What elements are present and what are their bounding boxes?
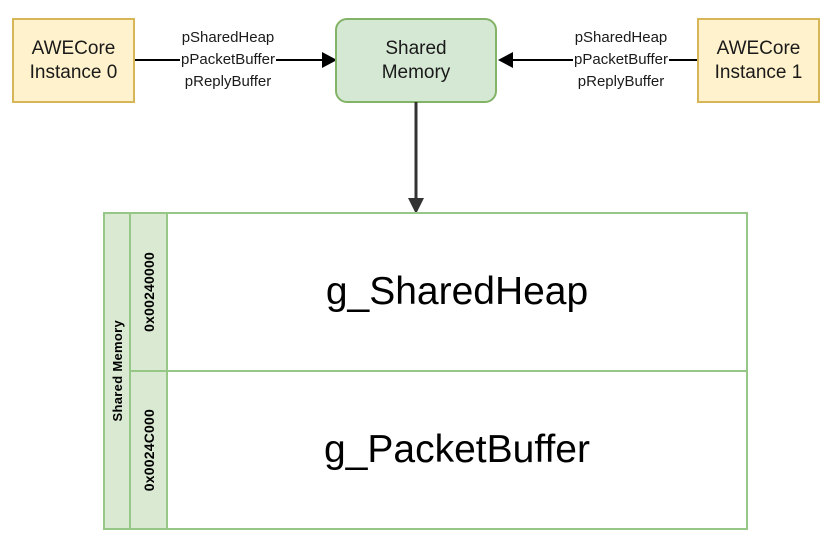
edge-label-left-line-2-text: pPacketBuffer: [180, 48, 276, 71]
node-awecore-instance-0[interactable]: AWECore Instance 0: [12, 18, 135, 103]
memory-table-row[interactable]: 0x0024C000 g_PacketBuffer: [131, 370, 746, 528]
memory-table: Shared Memory 0x00240000 g_SharedHeap 0x…: [103, 212, 748, 530]
connector-shared-to-memory-table: [408, 102, 424, 214]
memory-row-name-cell: g_PacketBuffer: [168, 372, 746, 528]
memory-row-name: g_PacketBuffer: [324, 428, 590, 471]
edge-label-right-line-1: pSharedHeap: [574, 29, 668, 46]
memory-table-side-label: Shared Memory: [109, 320, 125, 422]
node-shared-memory-label: Shared Memory: [381, 38, 451, 83]
edge-label-left-line-3: pReplyBuffer: [184, 72, 272, 90]
edge-label-left: pSharedHeap pPacketBuffer pReplyBuffer: [168, 27, 288, 92]
node-awecore-instance-1[interactable]: AWECore Instance 1: [697, 18, 820, 103]
edge-label-right-line-2: pPacketBuffer: [557, 48, 685, 71]
memory-row-address-cell: 0x00240000: [131, 214, 168, 370]
edge-label-right-line-3: pReplyBuffer: [577, 72, 665, 90]
node-shared-memory[interactable]: Shared Memory: [335, 18, 497, 103]
node-awecore-instance-1-label: AWECore Instance 1: [714, 38, 803, 83]
memory-row-name-cell: g_SharedHeap: [168, 214, 746, 370]
edge-label-left-line-2: pPacketBuffer: [168, 48, 288, 71]
edge-label-right: pSharedHeap pPacketBuffer pReplyBuffer: [557, 27, 685, 92]
memory-table-side-header: Shared Memory: [105, 214, 131, 528]
arrowhead-right-into-shared: [322, 52, 337, 68]
memory-row-address: 0x0024C000: [140, 408, 157, 492]
edge-label-left-line-1: pSharedHeap: [181, 29, 275, 46]
node-awecore-instance-0-label: AWECore Instance 0: [29, 38, 118, 83]
memory-row-name: g_SharedHeap: [325, 270, 589, 313]
arrowhead-left-into-shared: [498, 52, 513, 68]
memory-row-address-cell: 0x0024C000: [131, 372, 168, 528]
memory-row-address: 0x00240000: [140, 252, 157, 332]
edge-label-right-line-2-text: pPacketBuffer: [573, 48, 669, 71]
memory-table-row[interactable]: 0x00240000 g_SharedHeap: [131, 214, 746, 370]
memory-table-rows: 0x00240000 g_SharedHeap 0x0024C000 g_Pac…: [131, 214, 746, 528]
